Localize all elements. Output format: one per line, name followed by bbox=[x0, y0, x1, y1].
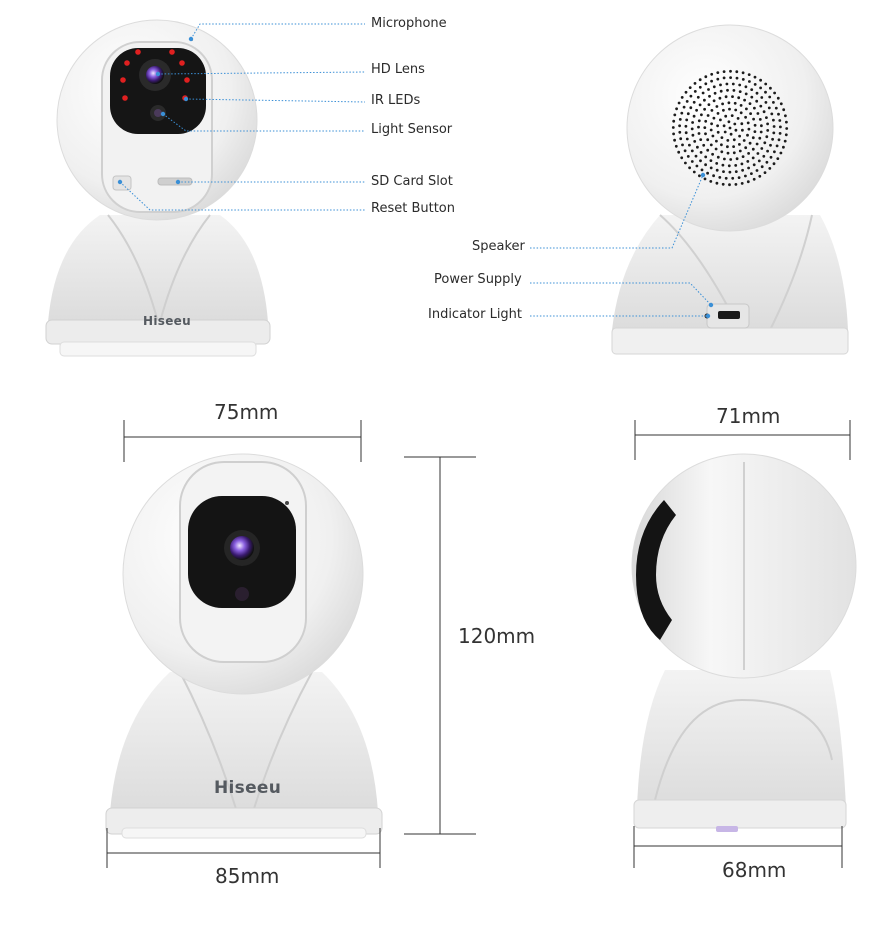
sd-card-slot-component bbox=[157, 177, 193, 186]
callout-power-supply: Power Supply bbox=[434, 272, 522, 287]
callout-light-sensor: Light Sensor bbox=[371, 122, 453, 137]
callout-leaders bbox=[119, 23, 712, 317]
dimension-front-camera bbox=[105, 453, 383, 839]
callout-microphone: Microphone bbox=[371, 16, 447, 31]
dimension-front-width: 75mm bbox=[214, 400, 279, 424]
back-view-camera bbox=[611, 24, 849, 355]
dimension-height: 120mm bbox=[458, 624, 536, 648]
dimension-lines bbox=[106, 420, 851, 868]
dimension-front-base-width: 85mm bbox=[215, 864, 280, 888]
callout-ir-leds: IR LEDs bbox=[371, 93, 421, 108]
brand-logo-large: Hiseeu bbox=[214, 778, 282, 798]
callout-speaker: Speaker bbox=[472, 239, 525, 254]
reset-button-component bbox=[112, 175, 132, 191]
callout-dots bbox=[117, 36, 714, 319]
brand-logo-small: Hiseeu bbox=[143, 314, 191, 328]
light-sensor-component bbox=[150, 105, 166, 121]
dimension-side-base-width: 68mm bbox=[722, 858, 787, 882]
callout-hd-lens: HD Lens bbox=[371, 62, 425, 77]
hd-lens-component bbox=[139, 59, 171, 91]
power-port-component bbox=[706, 303, 750, 329]
dimension-side-camera bbox=[631, 453, 857, 832]
dimension-side-width: 71mm bbox=[716, 404, 781, 428]
callout-sd-card-slot: SD Card Slot bbox=[371, 174, 453, 189]
callout-reset-button: Reset Button bbox=[371, 201, 455, 216]
speaker-grille bbox=[671, 69, 789, 187]
callout-indicator-light: Indicator Light bbox=[428, 307, 523, 322]
